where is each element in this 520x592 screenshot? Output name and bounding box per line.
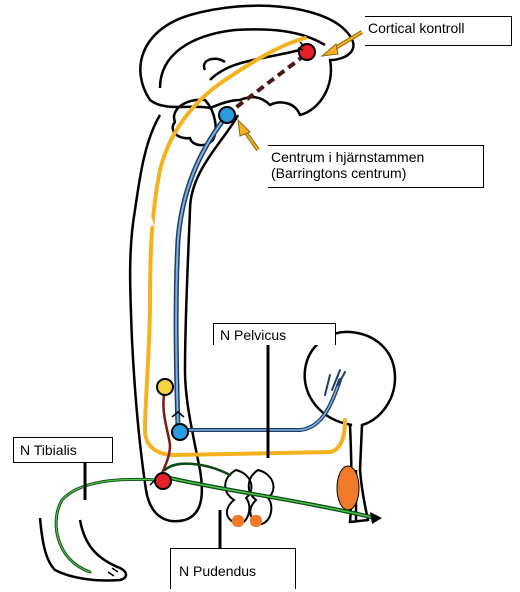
toe-lines	[108, 568, 118, 576]
green-loop	[165, 464, 230, 475]
sphincter-external-right	[250, 515, 262, 527]
pudendal-motor-node	[155, 473, 171, 489]
brain	[140, 6, 353, 145]
foot	[40, 518, 126, 581]
tibialis-path-outer	[56, 479, 158, 572]
foot-outline	[40, 518, 126, 581]
label-brainstem-center: Centrum i hjärnstammen (Barringtons cent…	[268, 145, 484, 188]
brain-fold-3	[204, 59, 225, 70]
label-n-tibialis: N Tibialis	[13, 437, 113, 463]
efferent-cord-outer	[176, 118, 225, 428]
label-n-pelvicus: N Pelvicus	[213, 323, 336, 345]
brain-fold-2	[210, 50, 300, 80]
sphincter-external-left	[232, 515, 244, 527]
barrington-node	[219, 107, 235, 123]
efferent-cord-inner	[176, 118, 225, 428]
label-brainstem-line1: Centrum i hjärnstammen	[271, 149, 483, 165]
sphincter-internal	[337, 466, 359, 510]
centrum-arrow	[238, 120, 258, 150]
label-n-pudendus: N Pudendus	[170, 548, 296, 589]
afferent-gaps	[148, 215, 152, 226]
label-brainstem-line2: (Barringtons centrum)	[271, 165, 483, 181]
label-cortical-control: Cortical kontroll	[365, 16, 512, 46]
cortical-node	[299, 44, 315, 60]
afferent-ganglion	[157, 379, 173, 395]
pudendus-terminal	[370, 512, 382, 524]
spinal-cord-outline	[130, 115, 238, 521]
cortical-arrow	[322, 32, 362, 56]
parasympathetic-node	[172, 424, 188, 440]
